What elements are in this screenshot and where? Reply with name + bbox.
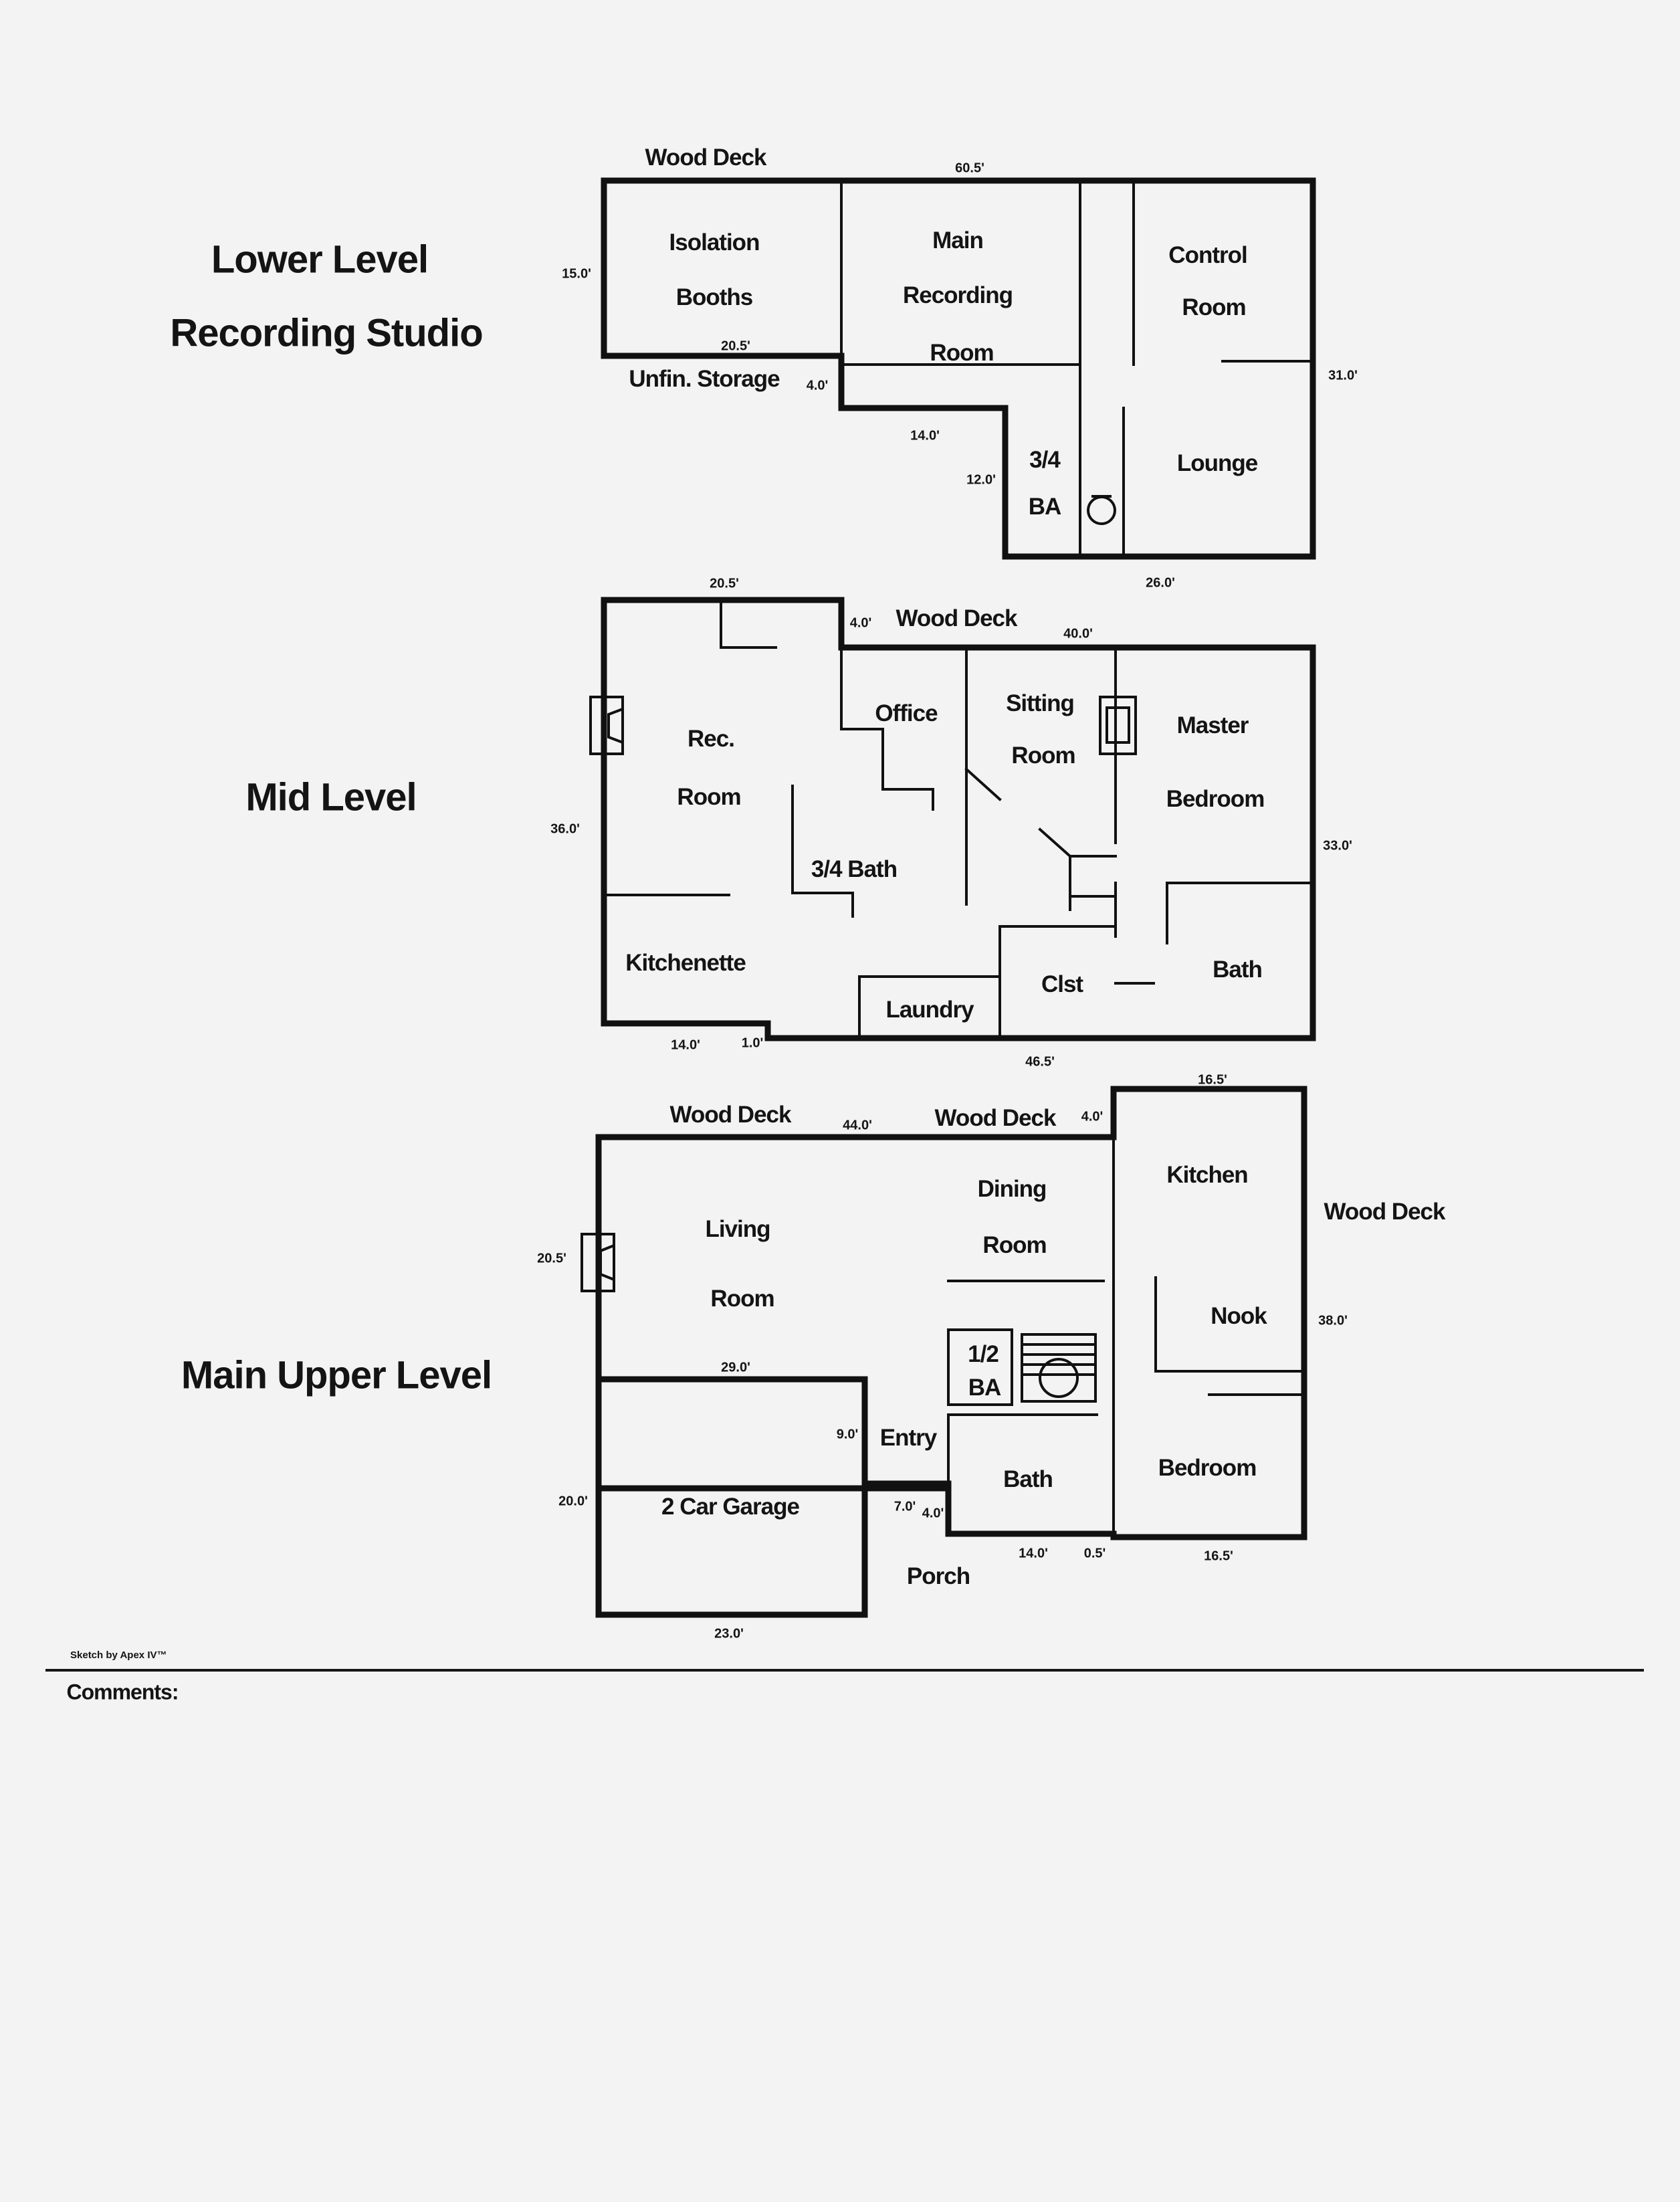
- nook-label: Nook: [1211, 1303, 1267, 1329]
- kitchen-label: Kitchen: [1166, 1162, 1248, 1188]
- dining-room-label: Room: [982, 1232, 1047, 1258]
- fireplace-icon: [581, 1233, 615, 1292]
- dimension-label: 20.0': [558, 1494, 588, 1509]
- three-quarter-bath-label: 3/4 Bath: [811, 856, 898, 882]
- dimension-label: 7.0': [894, 1499, 916, 1514]
- dimension-label: 29.0': [721, 1360, 750, 1375]
- rec-room-label: Rec.: [688, 726, 735, 752]
- dimension-label: 20.5': [721, 338, 750, 354]
- garage-label: 2 Car Garage: [661, 1494, 800, 1520]
- dimension-label: 20.5': [710, 576, 739, 591]
- stairs-icon: [1021, 1333, 1097, 1403]
- main-deck-label: Wood Deck: [669, 1102, 792, 1128]
- three-quarter-bath-label: 3/4: [1029, 447, 1061, 473]
- lower-level-title: Lower Level: [211, 237, 429, 282]
- mid-outer-wall: [601, 597, 1316, 1041]
- dimension-label: 31.0': [1328, 368, 1358, 383]
- porch-label: Porch: [906, 1563, 970, 1589]
- kitchenette-label: Kitchenette: [625, 950, 746, 976]
- dimension-label: 26.0': [1146, 575, 1175, 591]
- half-bath-label: BA: [968, 1375, 1002, 1401]
- lower-level-plan: [601, 177, 1316, 560]
- main-level-plan: [581, 1086, 1307, 1618]
- sitting-room-label: Sitting: [1006, 690, 1075, 716]
- comments-label: Comments:: [66, 1680, 179, 1704]
- dimension-label: 36.0': [550, 821, 580, 837]
- bedroom-label: Bedroom: [1158, 1455, 1257, 1481]
- dimension-label: 60.5': [955, 161, 984, 176]
- dimension-label: 15.0': [562, 266, 591, 282]
- isolation-booths-label: Isolation: [669, 229, 760, 256]
- dimension-label: 14.0': [1019, 1546, 1048, 1561]
- control-room-label: Control: [1168, 242, 1247, 268]
- dimension-label: 16.5': [1204, 1548, 1233, 1564]
- rec-room-label: Room: [677, 784, 741, 810]
- bath-label: Bath: [1003, 1466, 1053, 1492]
- storage-label: Unfin. Storage: [629, 366, 780, 392]
- dimension-label: 33.0': [1323, 838, 1352, 854]
- fireplace-icon: [1099, 696, 1137, 755]
- half-bath-wall: [947, 1328, 1013, 1406]
- dimension-label: 4.0': [922, 1506, 944, 1521]
- dimension-label: 20.5': [537, 1251, 566, 1266]
- main-deck-label: Wood Deck: [1324, 1199, 1446, 1225]
- mid-deck-label: Wood Deck: [896, 605, 1018, 631]
- three-quarter-bath-label: BA: [1028, 494, 1062, 520]
- lower-outer-wall: [601, 177, 1316, 560]
- entry-label: Entry: [879, 1425, 937, 1451]
- dimension-label: 38.0': [1318, 1313, 1348, 1328]
- control-room-label: Room: [1182, 294, 1246, 320]
- living-room-label: Living: [705, 1216, 770, 1242]
- fireplace-icon: [589, 696, 624, 755]
- master-bedroom-label: Bedroom: [1166, 786, 1265, 812]
- dimension-label: 46.5': [1025, 1054, 1055, 1070]
- lower-deck-label: Wood Deck: [645, 144, 767, 171]
- dimension-label: 4.0': [849, 615, 872, 631]
- toilet-icon: [1087, 495, 1116, 525]
- main-level-title: Main Upper Level: [181, 1353, 492, 1397]
- dimension-label: 0.5': [1083, 1546, 1106, 1561]
- laundry-label: Laundry: [885, 997, 974, 1023]
- master-bedroom-label: Master: [1176, 712, 1249, 738]
- mid-level-plan: [589, 597, 1316, 1041]
- dining-room-label: Dining: [977, 1176, 1047, 1202]
- closet-label: Clst: [1041, 971, 1083, 997]
- dimension-label: 1.0': [741, 1035, 764, 1051]
- main-recording-room-label: Recording: [902, 282, 1013, 308]
- sketch-credit: Sketch by Apex IV™: [70, 1649, 167, 1661]
- dimension-label: 14.0': [910, 428, 940, 443]
- dimension-label: 4.0': [1081, 1109, 1104, 1124]
- bath-label: Bath: [1213, 957, 1263, 983]
- dimension-label: 9.0': [836, 1427, 859, 1442]
- dimension-label: 14.0': [671, 1037, 700, 1053]
- main-deck-label: Wood Deck: [934, 1105, 1057, 1131]
- main-recording-room-label: Main: [932, 227, 984, 254]
- sitting-room-label: Room: [1011, 742, 1075, 769]
- lower-level-subtitle: Recording Studio: [170, 311, 483, 355]
- office-label: Office: [875, 700, 938, 726]
- half-bath-label: 1/2: [968, 1341, 999, 1367]
- garage-wall: [595, 1376, 868, 1618]
- dimension-label: 4.0': [806, 378, 829, 393]
- dimension-label: 16.5': [1198, 1072, 1227, 1088]
- main-recording-room-label: Room: [930, 340, 994, 366]
- dimension-label: 12.0': [966, 472, 996, 488]
- dimension-label: 44.0': [843, 1118, 872, 1133]
- divider-line: [45, 1669, 1644, 1672]
- dimension-label: 40.0': [1063, 626, 1093, 641]
- living-room-label: Room: [710, 1286, 774, 1312]
- isolation-booths-label: Booths: [675, 284, 754, 310]
- lounge-label: Lounge: [1176, 450, 1258, 476]
- dimension-label: 23.0': [714, 1626, 744, 1641]
- mid-level-title: Mid Level: [245, 775, 417, 819]
